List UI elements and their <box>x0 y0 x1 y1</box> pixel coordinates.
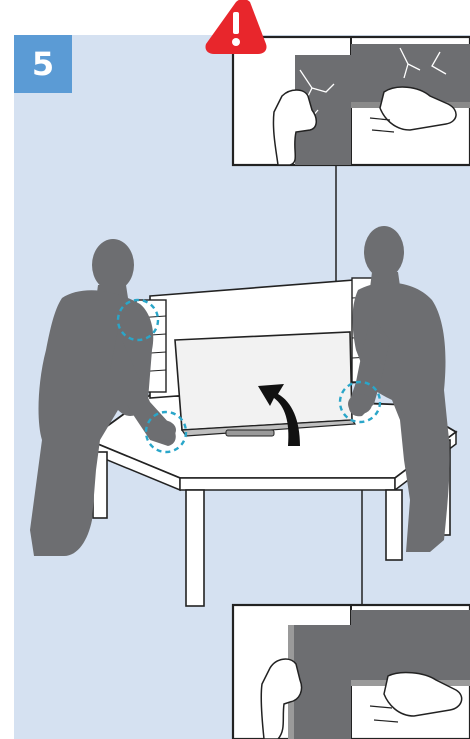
person-left <box>30 239 176 556</box>
callout-do-not-press <box>231 35 470 167</box>
callout-correct-grip <box>231 603 470 739</box>
person-right <box>348 226 450 552</box>
step-number-badge: 5 <box>14 35 72 93</box>
lift-arrow-icon <box>258 384 300 446</box>
warning-triangle-icon <box>205 0 267 54</box>
grip-highlight-left-lower <box>144 410 188 454</box>
grip-highlight-right <box>338 380 382 424</box>
grip-highlight-left-upper <box>116 298 160 342</box>
